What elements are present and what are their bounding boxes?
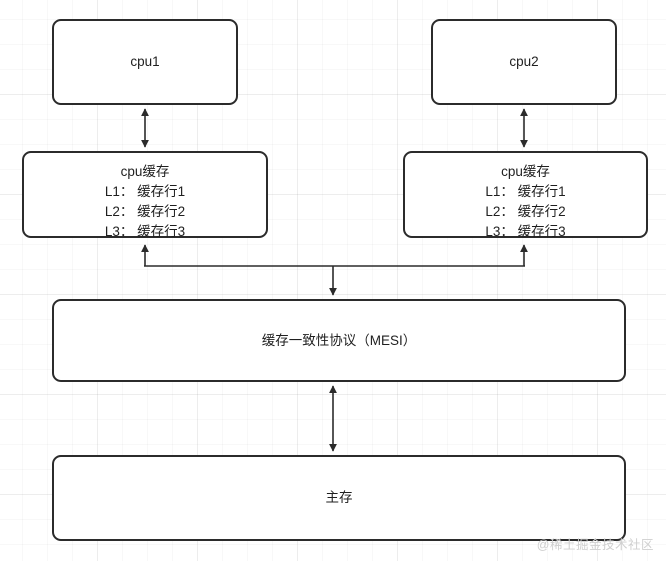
node-cpu1-label: cpu1 xyxy=(130,54,160,69)
node-main-memory[interactable]: 主存 xyxy=(52,455,626,541)
node-mesi-protocol[interactable]: 缓存一致性协议（MESI） xyxy=(52,299,626,382)
cache2-line-l3: L3： 缓存行3 xyxy=(485,224,566,239)
node-cpu1[interactable]: cpu1 xyxy=(52,19,238,105)
node-cpu2-label: cpu2 xyxy=(509,54,539,69)
cache2-line-l1: L1： 缓存行1 xyxy=(485,184,566,199)
cache1-title: cpu缓存 xyxy=(120,164,170,179)
cache1-line-l2: L2： 缓存行2 xyxy=(104,204,186,219)
node-cpu2[interactable]: cpu2 xyxy=(431,19,617,105)
cache2-title: cpu缓存 xyxy=(501,164,550,179)
cache1-line-l1: L1： 缓存行1 xyxy=(104,184,186,199)
cache1-line-l3: L3： 缓存行3 xyxy=(104,224,186,239)
watermark: @稀土掘金技术社区 xyxy=(536,538,654,552)
node-memory-label: 主存 xyxy=(325,490,353,505)
cache2-line-l2: L2： 缓存行2 xyxy=(485,204,566,219)
node-cache-cpu2[interactable]: cpu缓存 L1： 缓存行1 L2： 缓存行2 L3： 缓存行3 xyxy=(403,151,648,239)
node-cache-cpu1[interactable]: cpu缓存 L1： 缓存行1 L2： 缓存行2 L3： 缓存行3 xyxy=(22,151,268,239)
node-mesi-label: 缓存一致性协议（MESI） xyxy=(261,332,417,348)
